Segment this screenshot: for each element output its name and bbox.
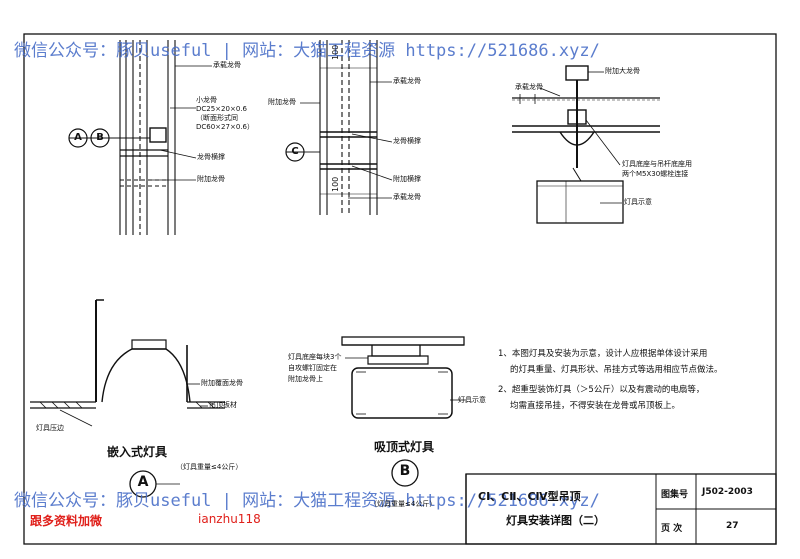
callout-added-hanger: 附加横撑 — [393, 175, 421, 183]
callout-added-main-keel: 附加大龙骨 — [605, 67, 640, 75]
callout-base-note-2: 自攻螺钉固定在 — [288, 364, 337, 372]
callout-added-keel-3: 附加覆面龙骨 — [201, 379, 243, 387]
note-line-3: 2、超重型装饰灯具（＞5公斤）以及有震动的电扇等， — [498, 385, 705, 395]
detail-section-bolt — [512, 65, 660, 224]
page-number: 27 — [726, 521, 739, 531]
caption-weight-a: （灯具重量≤4公斤） — [176, 463, 243, 471]
callout-small-keel: 小龙骨 — [196, 96, 217, 104]
detail-ceiling-lamp — [341, 336, 466, 487]
dim-100-top: 100 — [331, 44, 340, 60]
callout-hanger-plate: 吊顶板材 — [209, 401, 237, 409]
title-line-2: 灯具安装详图（二） — [506, 514, 605, 527]
callout-added-keel-2: 附加龙骨 — [268, 98, 296, 106]
contact-right: ianzhu118 — [198, 512, 261, 526]
callout-base-note-3: 附加龙骨上 — [288, 375, 323, 383]
title-line-1: CⅠ、CⅡ、CⅣ型吊顶 — [478, 490, 581, 503]
watermark-bottom: 微信公众号：豚贝useful | 网站：大猫工程资源 https://52168… — [14, 491, 600, 511]
callout-main-keel-2: 承载龙骨 — [393, 77, 421, 85]
caption-ceiling-lamp: 吸顶式灯具 — [374, 440, 435, 454]
watermark-top: 微信公众号：豚贝useful | 网站：大猫工程资源 https://52168… — [14, 41, 600, 61]
callout-keel-hanger-2: 龙骨横撑 — [393, 137, 421, 145]
callout-added-keel-1: 附加龙骨 — [197, 175, 225, 183]
callout-main-keel-3: 承载龙骨 — [393, 193, 421, 201]
note-line-4: 均需直接吊挂，不得安装在龙骨或吊顶板上。 — [510, 401, 681, 411]
page-label: 页 次 — [661, 524, 683, 534]
callout-main-keel-4: 承载龙骨 — [515, 83, 543, 91]
section-mark-a: A — [74, 132, 82, 143]
drawing-no-label: 图集号 — [661, 490, 689, 500]
note-line-2: 的灯具重量、灯具形状、吊挂方式等选用相应节点做法。 — [510, 365, 723, 375]
detail-mark-b: B — [399, 463, 411, 479]
detail-embedded-lamp — [30, 299, 225, 498]
callout-fixing-2: 两个M5X30螺栓连接 — [622, 170, 689, 178]
detail-plan-ab — [68, 40, 212, 235]
callout-spec-2: DC60×27×0.6） — [196, 123, 254, 131]
detail-plan-c — [285, 40, 393, 215]
caption-embedded-lamp: 嵌入式灯具 — [107, 445, 168, 459]
note-line-1: 1、本图灯具及安装为示意，设计人应根据单体设计采用 — [498, 349, 708, 359]
contact-left: 跟多资料加微 — [30, 514, 103, 528]
detail-mark-a: A — [137, 474, 149, 490]
callout-lamp-edge: 灯具压边 — [36, 424, 64, 432]
drawing-border — [23, 33, 777, 545]
section-mark-c: C — [291, 146, 299, 157]
callout-spec-1: DC25×20×0.6 — [196, 105, 247, 113]
drawing-no: J502-2003 — [702, 487, 753, 497]
callout-fixing-1: 灯具底座与吊杆底座用 — [622, 160, 692, 168]
dim-100-bottom: 100 — [331, 176, 340, 192]
callout-spec-note: （断面形式同 — [196, 114, 238, 122]
caption-weight-b: （灯具重量≤4公斤） — [370, 500, 437, 508]
callout-base-note-1: 灯具底座每块3个 — [288, 353, 342, 361]
callout-keel-hanger: 龙骨横撑 — [197, 153, 225, 161]
section-mark-b: B — [96, 132, 104, 143]
callout-main-keel-1: 承载龙骨 — [213, 61, 241, 69]
callout-lamp-box-1: 灯具示意 — [624, 198, 652, 206]
callout-lamp-box-2: 灯具示意 — [458, 396, 486, 404]
